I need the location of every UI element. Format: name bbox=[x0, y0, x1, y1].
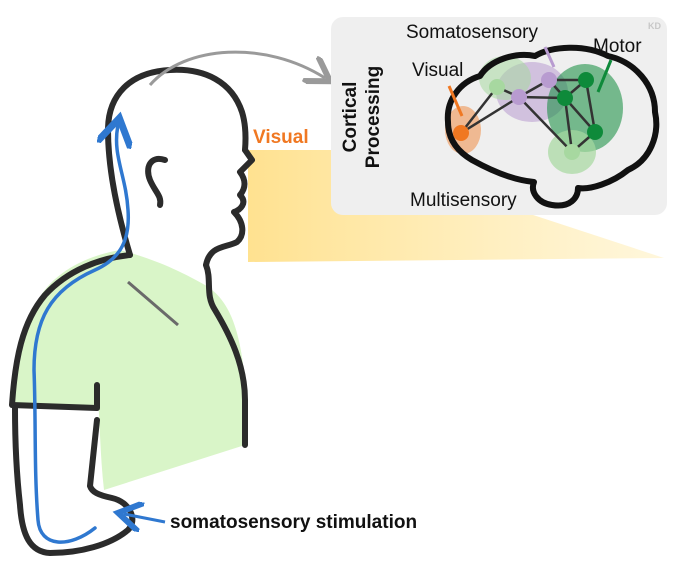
stimulation-arrow bbox=[124, 514, 166, 522]
motor-pointer bbox=[596, 59, 613, 93]
visual-region-label: Visual bbox=[412, 60, 463, 81]
visual-input-label: Visual bbox=[253, 127, 309, 148]
motor-label: Motor bbox=[593, 36, 642, 57]
somatosensory-pointer bbox=[543, 46, 556, 68]
visual-pointer bbox=[447, 85, 464, 117]
brain-outline bbox=[444, 44, 660, 209]
motor-region-blob bbox=[547, 64, 623, 152]
curved-arrow-icon bbox=[148, 50, 325, 86]
head-silhouette-icon bbox=[9, 66, 255, 556]
brain-outline-icon bbox=[444, 44, 660, 209]
somatosensory-node-1 bbox=[511, 89, 527, 105]
shirt-crease bbox=[127, 280, 179, 327]
cortical-title: Cortical Processing bbox=[340, 66, 384, 168]
somatosensory-node-2 bbox=[541, 72, 557, 88]
cortical-title-line1: Cortical bbox=[340, 82, 361, 153]
corner-mark: KD bbox=[648, 21, 661, 31]
shirt-fill bbox=[12, 250, 245, 490]
multisensory-node-upper bbox=[489, 79, 505, 95]
motor-node-2 bbox=[557, 90, 573, 106]
cortical-title-line2: Processing bbox=[363, 66, 384, 168]
somatosensory-label: Somatosensory bbox=[406, 22, 539, 43]
nerve-path bbox=[32, 125, 128, 544]
visual-node bbox=[453, 125, 469, 141]
multisensory-node-lower bbox=[564, 144, 580, 160]
stimulation-label: somatosensory stimulation bbox=[170, 512, 417, 533]
motor-node-3 bbox=[587, 124, 603, 140]
multisensory-label: Multisensory bbox=[410, 190, 517, 211]
motor-node-1 bbox=[578, 72, 594, 88]
